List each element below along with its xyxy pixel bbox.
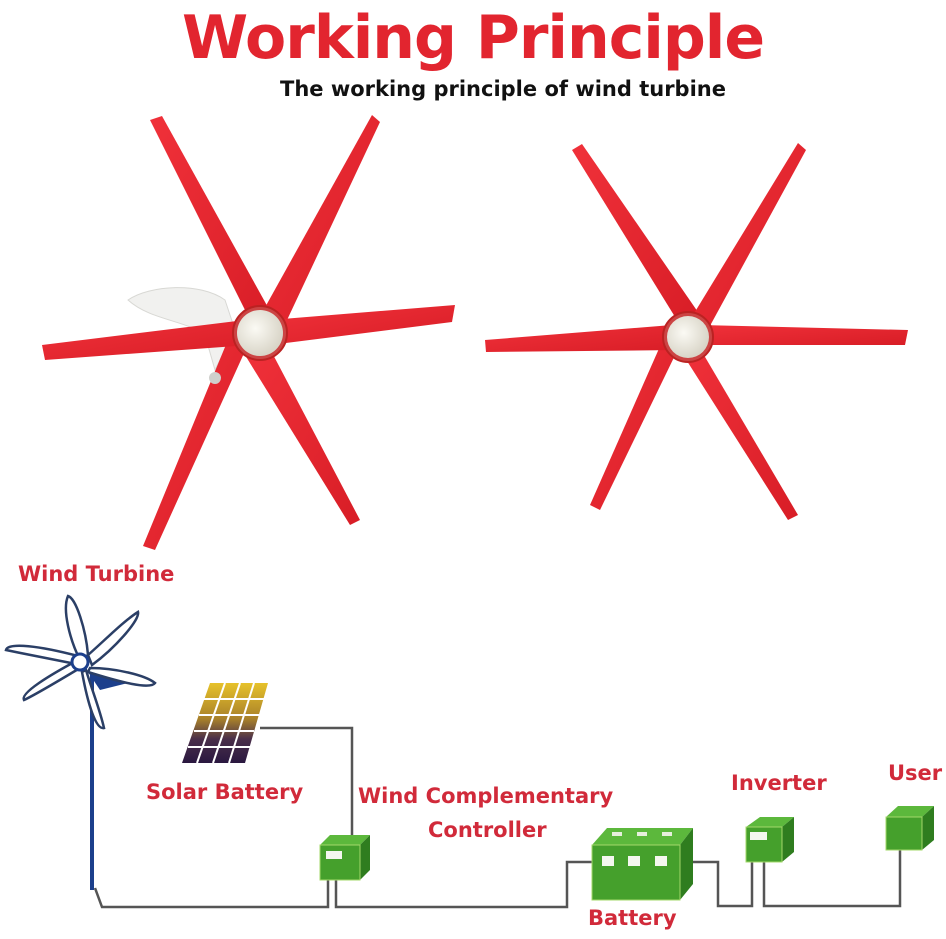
solar-panel-icon xyxy=(182,682,268,764)
label-inverter: Inverter xyxy=(731,771,827,795)
turbine-rotor-right xyxy=(485,143,908,520)
inverter-box-icon xyxy=(745,817,794,863)
page-subtitle: The working principle of wind turbine xyxy=(280,77,726,101)
label-user: User xyxy=(888,761,943,785)
wind-turbine-icon xyxy=(4,594,157,890)
label-controller-line2: Controller xyxy=(428,818,547,842)
battery-box-icon xyxy=(591,828,693,901)
wiring xyxy=(93,726,902,909)
page-title: Working Principle xyxy=(181,3,765,73)
label-wind-turbine: Wind Turbine xyxy=(18,562,175,586)
label-battery: Battery xyxy=(588,906,677,930)
label-controller-line1: Wind Complementary xyxy=(358,784,614,808)
label-solar-battery: Solar Battery xyxy=(146,780,304,804)
turbine-rotor-left xyxy=(42,115,455,550)
controller-box-icon xyxy=(319,835,370,881)
user-box-icon xyxy=(885,806,934,851)
